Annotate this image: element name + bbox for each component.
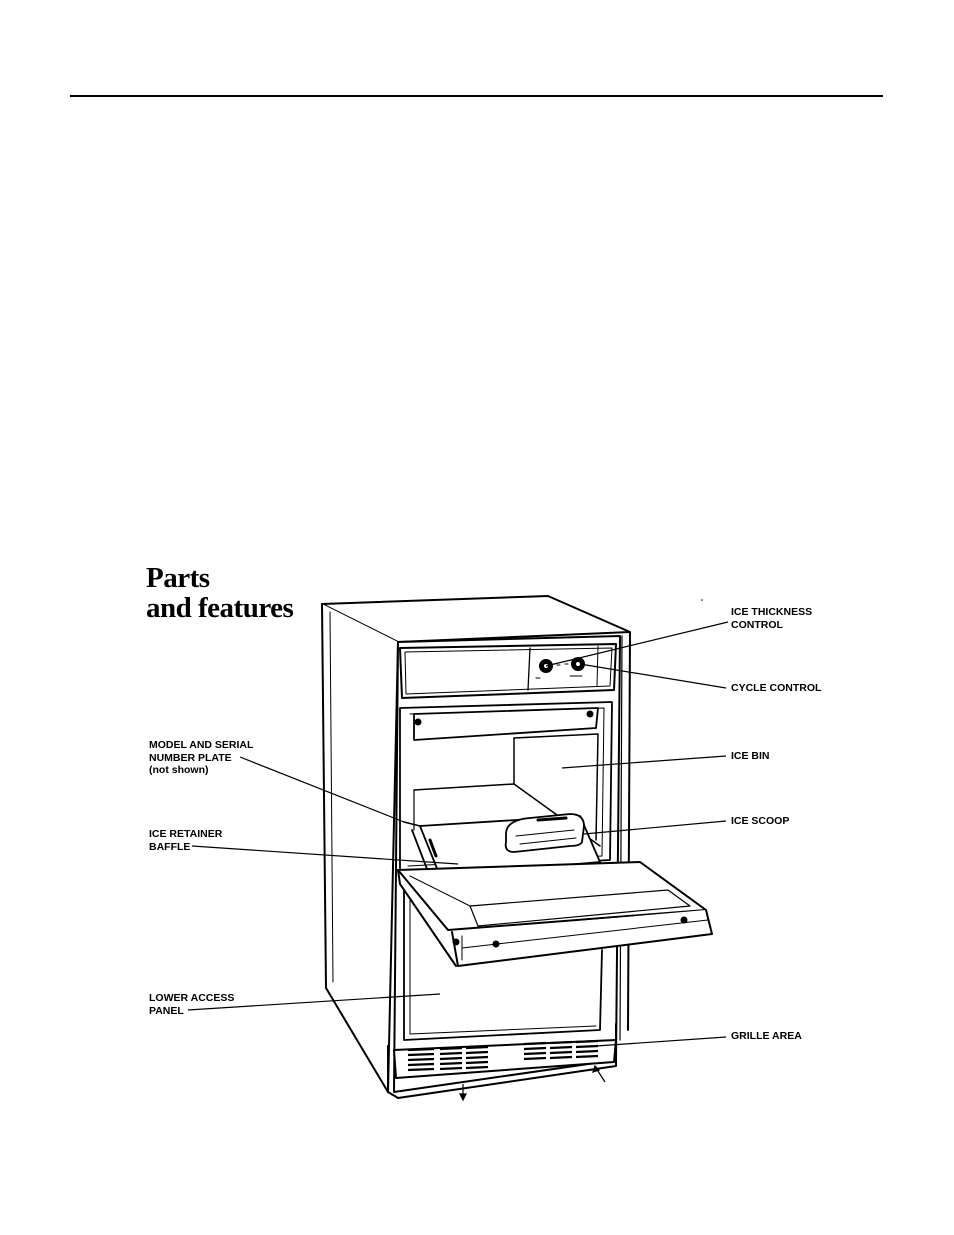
label-line: CYCLE CONTROL [731,682,822,694]
label-line: ICE SCOOP [731,815,790,827]
label-lower-access-panel: LOWER ACCESS PANEL [149,992,234,1017]
label-line: GRILLE AREA [731,1030,802,1042]
header-rule [70,95,883,97]
label-model-serial-plate: MODEL AND SERIAL NUMBER PLATE (not shown… [149,739,253,777]
label-line: ICE RETAINER [149,828,223,840]
leader-model-serial [239,756,405,823]
label-cycle-control: CYCLE CONTROL [731,682,821,695]
label-note: (not shown) [149,764,209,776]
leader-cycle-control [579,663,727,689]
label-ice-thickness-control: ICE THICKNESS CONTROL [731,606,812,631]
label-ice-bin: ICE BIN [731,750,770,763]
label-grille-area: GRILLE AREA [731,1030,802,1043]
label-line: ICE BIN [731,750,770,762]
leader-ice-thickness [545,621,729,667]
label-ice-retainer-baffle: ICE RETAINER BAFFLE [149,828,222,853]
title-line-1: Parts [146,562,210,594]
title-line-2: and features [146,592,294,624]
label-line: BAFFLE [149,840,191,853]
label-line: PANEL [149,1004,184,1017]
label-line: CONTROL [731,618,783,631]
label-line: LOWER ACCESS [149,992,235,1004]
label-line: NUMBER PLATE [149,751,232,764]
label-ice-scoop: ICE SCOOP [731,815,789,828]
leader-lower-access [187,993,441,1011]
label-line: ICE THICKNESS [731,606,813,618]
leader-ice-scoop [583,820,727,835]
leader-ice-retainer [191,845,459,865]
leader-ice-bin [561,755,727,769]
label-line: MODEL AND SERIAL [149,739,254,751]
leader-grille-area [595,1036,727,1047]
section-title: Parts and features [146,562,294,624]
